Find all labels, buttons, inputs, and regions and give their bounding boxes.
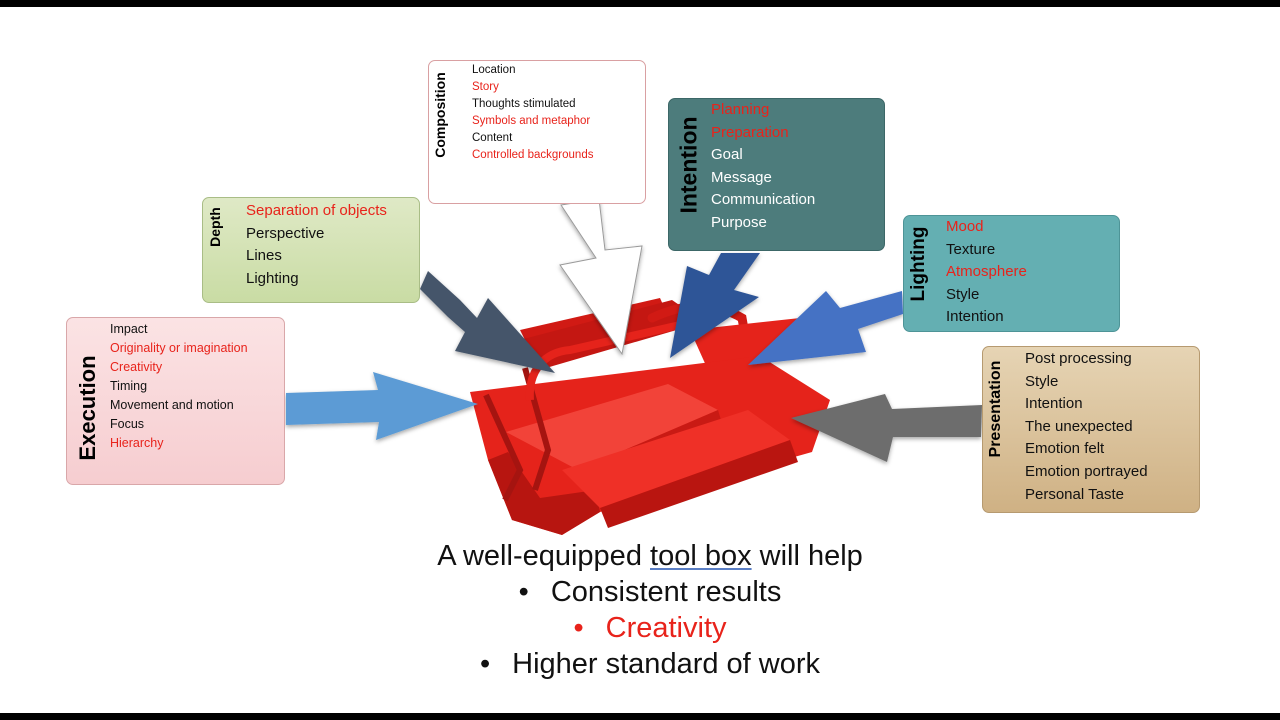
caption-bullet-text: Consistent results <box>550 576 782 608</box>
list-item: Planning <box>711 101 770 118</box>
lighting-box: Lighting Mood Texture Atmosphere Style I… <box>903 215 1120 332</box>
list-item: Lines <box>246 247 282 265</box>
headline-tool-box: tool box <box>650 540 752 572</box>
execution-list: Impact Originality or imagination Creati… <box>110 320 248 453</box>
list-item: Message <box>711 168 772 186</box>
depth-title: Depth <box>207 207 223 247</box>
list-item: Purpose <box>711 213 767 231</box>
bullet-dot: • <box>573 612 584 644</box>
list-item: Movement and motion <box>110 398 234 412</box>
headline-text-pre: A well-equipped <box>437 540 651 572</box>
caption-bullet-text: Higher standard of work <box>512 648 821 680</box>
caption-bullet-text: Creativity <box>605 612 727 644</box>
list-item: Texture <box>946 240 996 258</box>
presentation-title: Presentation <box>987 360 1004 458</box>
list-item: Impact <box>110 322 148 336</box>
list-item: Separation of objects <box>246 202 387 219</box>
execution-title: Execution <box>75 355 100 461</box>
list-item: Controlled backgrounds <box>472 149 594 161</box>
list-item: Goal <box>711 146 743 164</box>
intention-list: Planning Preparation Goal Message Commun… <box>711 99 815 235</box>
list-item: Creativity <box>110 360 163 374</box>
top-letterbox-bar <box>0 0 1280 7</box>
list-item: Perspective <box>246 224 325 242</box>
presentation-list: Post processing Style Intention The unex… <box>1025 348 1148 506</box>
depth-list: Separation of objects Perspective Lines … <box>246 200 387 290</box>
list-item: Post processing <box>1025 350 1132 367</box>
list-item: Story <box>472 81 499 93</box>
intention-box: Intention Planning Preparation Goal Mess… <box>668 98 885 251</box>
execution-box: Execution Impact Originality or imaginat… <box>66 317 285 485</box>
list-item: Preparation <box>711 123 789 141</box>
bullet-dot: • <box>518 576 529 608</box>
arrow-from-intention <box>670 253 760 358</box>
caption-bullet: • Higher standard of work <box>0 648 1280 681</box>
list-item: Location <box>472 64 516 76</box>
list-item: Style <box>1025 372 1059 390</box>
presentation-box: Presentation Post processing Style Inten… <box>982 346 1200 513</box>
arrow-from-execution <box>286 372 478 440</box>
lighting-title: Lighting <box>908 226 929 302</box>
list-item: Hierarchy <box>110 436 164 450</box>
list-item: Focus <box>110 417 145 431</box>
list-item: Intention <box>946 308 1004 326</box>
composition-box: Composition Location Story Thoughts stim… <box>428 60 646 204</box>
list-item: Style <box>946 285 980 303</box>
list-item: Mood <box>946 218 984 235</box>
list-item: The unexpected <box>1025 417 1133 435</box>
list-item: Emotion portrayed <box>1025 462 1148 480</box>
arrow-from-lighting <box>748 291 903 365</box>
depth-box: Depth Separation of objects Perspective … <box>202 197 420 303</box>
bottom-letterbox-bar <box>0 713 1280 720</box>
caption-bullet: • Creativity <box>0 612 1280 645</box>
arrow-from-depth <box>420 271 555 373</box>
list-item: Thoughts stimulated <box>472 98 576 110</box>
toolbox-icon <box>470 298 830 535</box>
composition-list: Location Story Thoughts stimulated Symbo… <box>472 62 593 164</box>
bullet-dot: • <box>479 648 491 680</box>
list-item: Timing <box>110 379 148 393</box>
composition-title: Composition <box>432 72 448 158</box>
arrow-from-composition <box>559 198 643 356</box>
list-item: Symbols and metaphor <box>472 115 591 127</box>
headline-text-post: will help <box>751 540 863 572</box>
list-item: Personal Taste <box>1025 485 1124 503</box>
caption-bullet: • Consistent results <box>0 576 1280 609</box>
list-item: Atmosphere <box>946 263 1027 281</box>
intention-title: Intention <box>675 116 702 214</box>
list-item: Originality or imagination <box>110 341 248 355</box>
list-item: Intention <box>1025 395 1083 413</box>
list-item: Lighting <box>246 269 299 287</box>
arrow-from-presentation <box>791 394 982 462</box>
lighting-list: Mood Texture Atmosphere Style Intention <box>946 216 1027 329</box>
list-item: Content <box>472 132 513 144</box>
list-item: Emotion felt <box>1025 440 1105 458</box>
caption-headline: A well-equipped tool box will help <box>0 540 1280 573</box>
list-item: Communication <box>711 191 816 209</box>
